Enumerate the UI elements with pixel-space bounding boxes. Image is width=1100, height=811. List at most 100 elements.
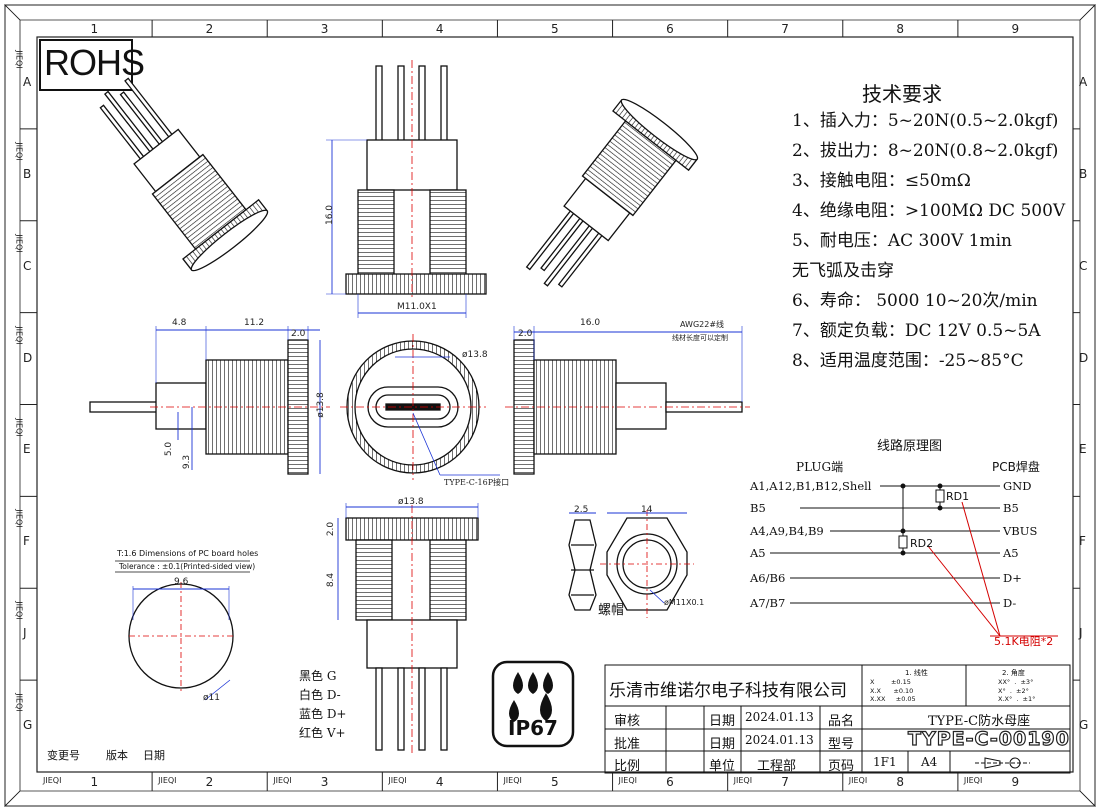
zone-col-5-top: 5 bbox=[551, 22, 559, 36]
zone-col-7-bottom: 7 bbox=[781, 775, 789, 789]
iso-view-left bbox=[99, 77, 269, 272]
tb-date-label-1: 日期 bbox=[709, 714, 736, 729]
zone-col-7-top: 7 bbox=[781, 22, 789, 36]
dim-left-9-3: 9.3 bbox=[182, 454, 193, 470]
jieqi-col-mark: JIEQI bbox=[848, 776, 868, 785]
tolerance-angle-line: X° . ±2° bbox=[998, 686, 1029, 695]
wire-color-item: 黑色 G bbox=[299, 669, 337, 683]
zone-col-3-top: 3 bbox=[320, 22, 329, 36]
zone-row-F-left: F bbox=[23, 534, 30, 549]
zone-row-F-right: F bbox=[1079, 534, 1086, 549]
tolerance-angle-line: X.X° . ±1° bbox=[998, 695, 1036, 703]
jieqi-col-mark: JIEQI bbox=[273, 776, 292, 785]
zone-col-6-top: 6 bbox=[666, 22, 674, 36]
wire-color-item: 红色 V+ bbox=[299, 726, 346, 740]
revision-change-no: 变更号 bbox=[47, 749, 80, 762]
requirement-item: 无飞弧及击穿 bbox=[792, 261, 894, 281]
dim-front-note: TYPE-C-16P接口 bbox=[444, 478, 510, 487]
zone-col-2-bottom: 2 bbox=[205, 775, 214, 789]
schematic-pcb-pad: VBUS bbox=[1003, 524, 1038, 538]
nut-label: 螺帽 bbox=[598, 603, 625, 618]
tb-name-label: 品名 bbox=[828, 714, 855, 729]
jieqi-row-mark: JIEQI bbox=[14, 234, 24, 253]
dim-left-2-0: 2.0 bbox=[291, 329, 306, 339]
pcb-dia: ø11 bbox=[203, 693, 220, 703]
requirement-item: 3、接触电阻：≤50mΩ bbox=[792, 171, 971, 191]
jieqi-col-mark: JIEQI bbox=[158, 776, 177, 785]
right-side-view bbox=[505, 326, 750, 475]
dim-right-wire-note: 线材长度可以定制 bbox=[672, 334, 728, 342]
dim-left-5-0: 5.0 bbox=[164, 441, 175, 457]
zone-col-8-top: 8 bbox=[896, 22, 904, 36]
zone-row-G-right: G bbox=[1079, 718, 1089, 733]
schematic-lines bbox=[770, 483, 1058, 637]
jieqi-col-mark: JIEQI bbox=[388, 776, 407, 785]
tolerance-linear-line: X.XX ±0.05 bbox=[870, 695, 916, 703]
schematic-plug-pin: A7/B7 bbox=[750, 596, 786, 610]
requirement-item: 1、插入力：5~20N(0.5~2.0kgf) bbox=[792, 111, 1059, 131]
dim-left-dia: ø13.8 bbox=[315, 392, 326, 418]
pcb-9-6: 9.6 bbox=[174, 577, 189, 587]
zone-row-B-left: B bbox=[23, 166, 32, 181]
zone-col-3-bottom: 3 bbox=[320, 775, 329, 789]
jieqi-row-mark: JIEQI bbox=[14, 601, 24, 620]
wire-color-item: 白色 D- bbox=[299, 688, 341, 702]
wire-color-item: 蓝色 D+ bbox=[299, 707, 347, 721]
dim-top-height: 16.0 bbox=[325, 204, 336, 226]
schematic-rd2: RD2 bbox=[910, 537, 934, 550]
dim-left-4-8: 4.8 bbox=[172, 318, 187, 328]
schematic-pcb-pad: B5 bbox=[1003, 501, 1019, 515]
zone-col-2-top: 2 bbox=[205, 22, 214, 36]
schematic-plug-pin: A5 bbox=[750, 546, 766, 560]
requirement-item: 7、额定负载：DC 12V 0.5~5A bbox=[792, 321, 1041, 341]
schematic-pcb-header: PCB焊盘 bbox=[992, 460, 1040, 474]
dim-bottom-2-0: 2.0 bbox=[326, 521, 337, 537]
jieqi-row-mark: JIEQI bbox=[14, 417, 24, 437]
dim-nut-thread: øM11X0.1 bbox=[664, 598, 705, 607]
zone-row-G-left: G bbox=[23, 718, 33, 733]
schematic-plug-pin: A1,A12,B1,B12,Shell bbox=[750, 479, 872, 493]
dim-nut-14: 14 bbox=[641, 505, 653, 515]
schematic-plug-pin: A6/B6 bbox=[750, 571, 786, 585]
schematic-pcb-pad: D- bbox=[1003, 596, 1017, 610]
tolerance-angle-line: XX° . ±3° bbox=[998, 678, 1034, 686]
jieqi-col-mark: JIEQI bbox=[618, 776, 637, 785]
title-block-grid bbox=[604, 664, 1071, 774]
zone-ticks bbox=[20, 20, 1080, 791]
tb-model-value: TYPE-C-00190 bbox=[907, 727, 1070, 750]
zone-col-4-bottom: 4 bbox=[435, 775, 444, 789]
schematic-plug-pin: A4,A9,B4,B9 bbox=[750, 524, 824, 538]
requirement-item: 8、适用温度范围：-25~85°C bbox=[792, 351, 1024, 371]
dim-top-thread: M11.0X1 bbox=[397, 302, 437, 312]
requirement-item: 6、寿命： 5000 10~20次/min bbox=[792, 291, 1038, 311]
tb-unit-value: 工程部 bbox=[757, 759, 797, 774]
requirements-title: 技术要求 bbox=[862, 82, 942, 106]
dim-left-11-2: 11.2 bbox=[244, 318, 265, 328]
zone-col-8-bottom: 8 bbox=[896, 775, 904, 789]
requirement-item: 4、绝缘电阻：>100MΩ DC 500V bbox=[792, 201, 1066, 221]
jieqi-row-mark: JIEQI bbox=[14, 693, 24, 712]
zone-col-9-bottom: 9 bbox=[1011, 775, 1020, 789]
tb-reviewer-label: 审核 bbox=[614, 714, 641, 729]
schematic-title: 线路原理图 bbox=[877, 439, 943, 454]
zone-row-C-left: C bbox=[23, 258, 32, 273]
jieqi-row-mark: JIEQI bbox=[14, 325, 24, 345]
zone-row-E-right: E bbox=[1079, 442, 1087, 457]
tb-company: 乐清市维诺尔电子科技有限公司 bbox=[609, 681, 847, 701]
zone-col-1-bottom: 1 bbox=[90, 775, 99, 789]
tb-size-value: A4 bbox=[921, 755, 938, 769]
tb-tol-header1: 1. 线性 bbox=[905, 669, 928, 677]
tb-page-label: 页码 bbox=[828, 759, 855, 774]
dim-front-dia: ø13.8 bbox=[462, 350, 488, 360]
wire-color-legend: 黑色 G 白色 D- 蓝色 D+ 红色 V+ bbox=[299, 667, 347, 743]
schematic-rd1: RD1 bbox=[946, 490, 970, 503]
rohs-box bbox=[39, 39, 133, 91]
revision-date: 日期 bbox=[143, 749, 165, 762]
pcb-tolerance: Tolerance : ±0.1(Printed-sided view) bbox=[119, 562, 256, 571]
schematic-pcb-pad: GND bbox=[1003, 479, 1032, 493]
zone-col-4-top: 4 bbox=[435, 22, 444, 36]
jieqi-col-mark: JIEQI bbox=[43, 776, 62, 785]
